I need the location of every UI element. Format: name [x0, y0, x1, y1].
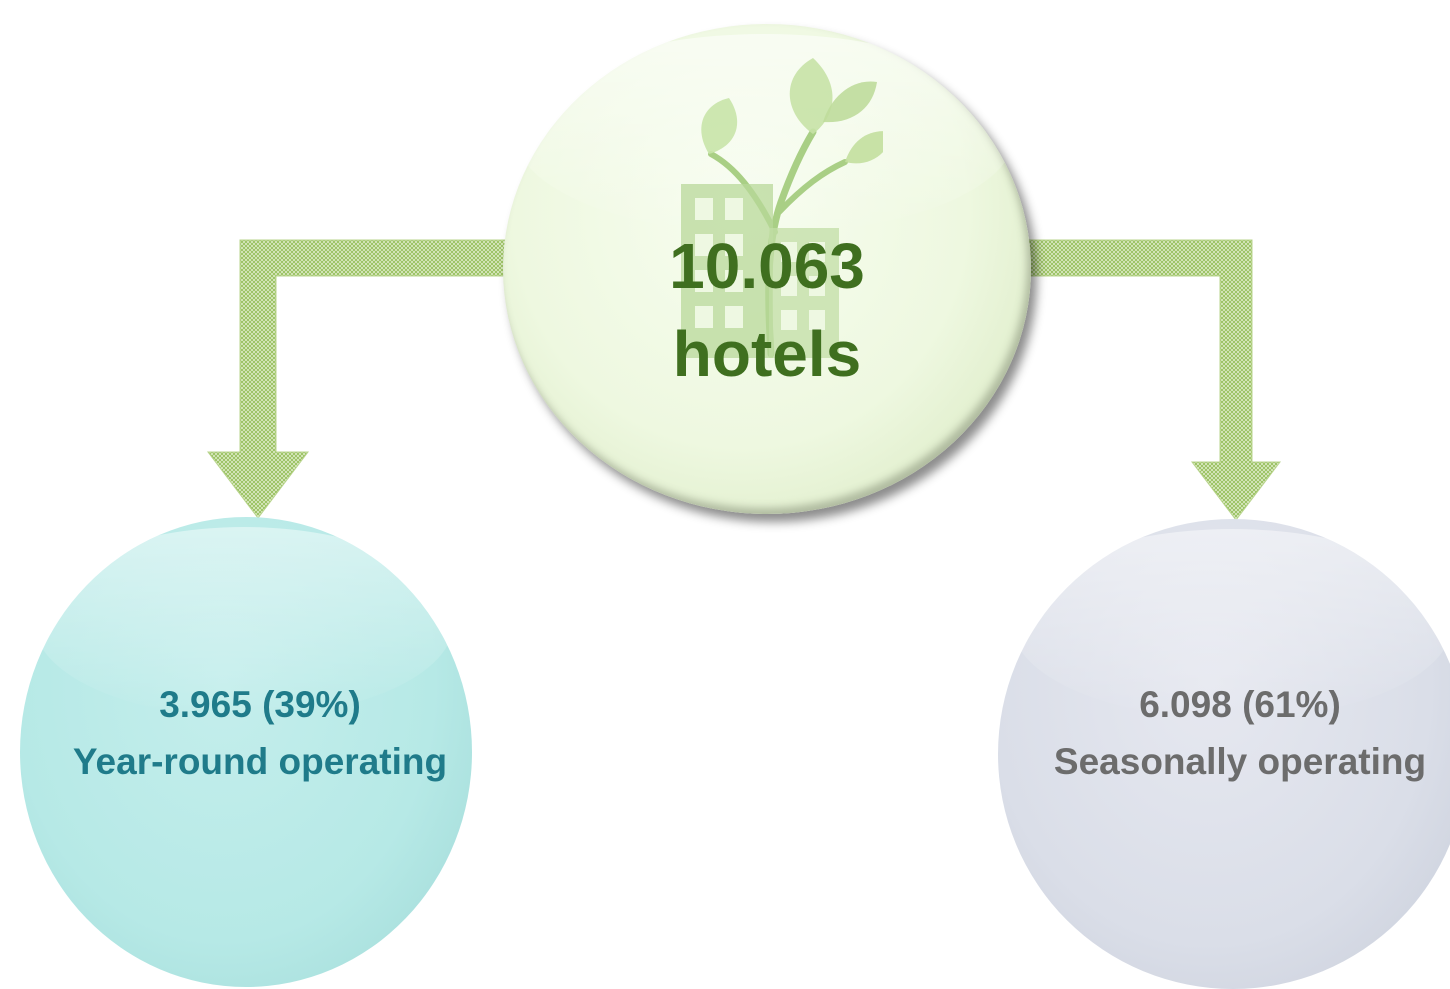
year-round-label: 3.965 (39%) Year-round operating: [20, 676, 500, 790]
total-unit: hotels: [672, 318, 862, 390]
connector-arrows: [206, 239, 1282, 521]
total-hotels-node: 10.063 hotels: [503, 24, 1031, 514]
arrow-to-seasonal: [1024, 239, 1282, 521]
arrow-to-year-round: [206, 239, 511, 519]
year-round-value: 3.965 (39%): [159, 684, 361, 725]
total-count: 10.063: [669, 230, 865, 302]
seasonal-label: 6.098 (61%) Seasonally operating: [1020, 676, 1450, 790]
year-round-caption: Year-round operating: [72, 741, 448, 782]
seasonal-caption: Seasonally operating: [1053, 741, 1427, 782]
green-hotel-icon: [681, 58, 883, 358]
total-hotels-label: 10.063 hotels: [503, 222, 1031, 398]
seasonal-value: 6.098 (61%): [1139, 684, 1341, 725]
